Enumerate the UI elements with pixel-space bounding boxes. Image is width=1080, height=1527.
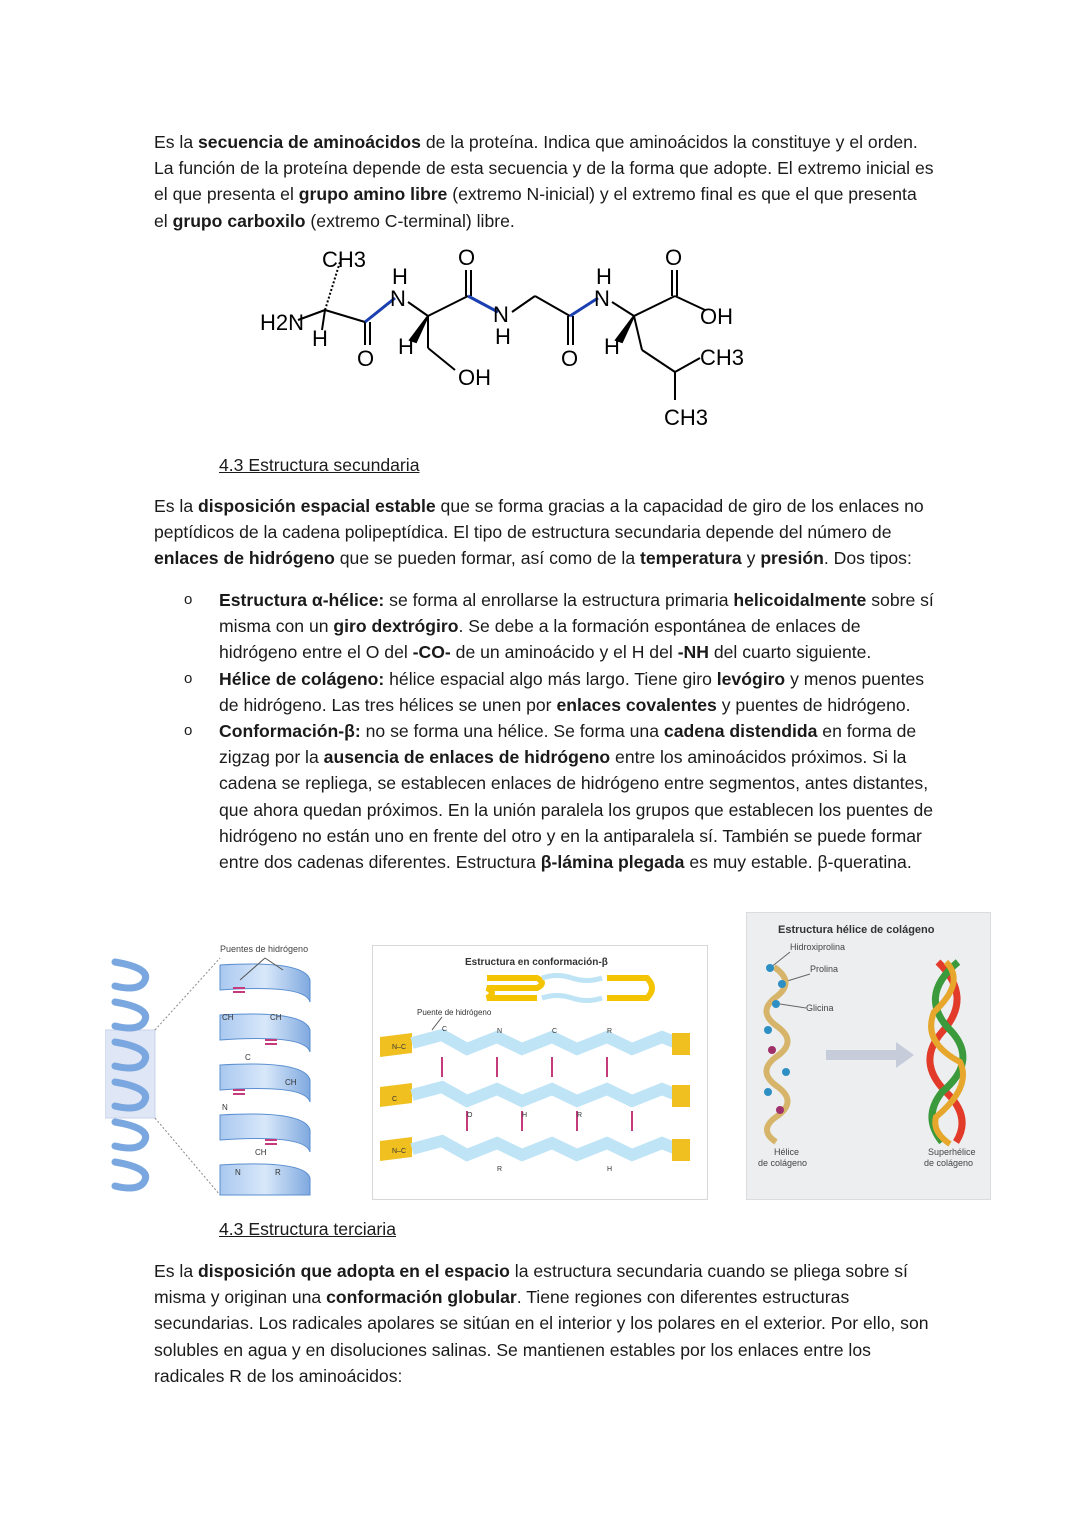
svg-text:CH: CH bbox=[270, 1013, 282, 1022]
svg-text:N–C: N–C bbox=[392, 1148, 406, 1155]
glycine-label: Glicina bbox=[806, 1003, 834, 1013]
nh-h-label-3: H bbox=[596, 264, 612, 289]
svg-text:N–C: N–C bbox=[392, 1044, 406, 1051]
alpha-helix-figure: CH CH C CH N CH N R Puentes de hidrógeno bbox=[105, 944, 311, 1196]
helix-caption-line-1: Hélice bbox=[774, 1147, 799, 1157]
beta-hydrogen-bonds bbox=[441, 1057, 633, 1131]
bullet-mark: o bbox=[184, 591, 193, 608]
single-collagen-helix bbox=[763, 964, 791, 1145]
o-label-1: O bbox=[357, 346, 374, 371]
tertiary-structure-heading: 4.3 Estructura terciaria bbox=[219, 1219, 396, 1239]
superhelix-strand-green bbox=[928, 959, 967, 1145]
beta-figure-title: Estructura en conformación-β bbox=[465, 957, 608, 968]
hydrogen-bond-label: Puente de hidrógeno bbox=[417, 1008, 492, 1017]
secondary-structure-heading: 4.3 Estructura secundaria bbox=[219, 455, 420, 475]
bullet-mark: o bbox=[184, 722, 193, 740]
oh-label-2: OH bbox=[700, 304, 733, 329]
svg-text:N: N bbox=[497, 1028, 502, 1035]
hydroxyproline-label: Hidroxiprolina bbox=[790, 942, 845, 952]
h-label-1: H bbox=[312, 326, 328, 351]
o-label-3: O bbox=[561, 346, 578, 371]
svg-text:R: R bbox=[577, 1112, 582, 1119]
secondary-structure-paragraph: Es la disposición espacial estable que s… bbox=[154, 496, 924, 569]
svg-text:N: N bbox=[235, 1168, 241, 1177]
ch3-bottom-label: CH3 bbox=[664, 405, 708, 430]
svg-text:R: R bbox=[607, 1028, 612, 1035]
primary-structure-paragraph: Es la secuencia de aminoácidos de la pro… bbox=[154, 132, 934, 231]
svg-text:CH: CH bbox=[255, 1148, 267, 1157]
beta-strand-2 bbox=[380, 1080, 690, 1108]
o-label-2: O bbox=[458, 245, 475, 270]
helix-ribbon bbox=[219, 963, 311, 1196]
tetrapeptide-diagram: CH3 H2N H O H N H O OH N H O H N H O OH … bbox=[260, 245, 744, 430]
superhelix-strand-yellow bbox=[928, 959, 966, 1147]
h2n-label: H2N bbox=[260, 310, 304, 335]
proline-label: Prolina bbox=[810, 964, 838, 974]
ch3-right-label: CH3 bbox=[700, 345, 744, 370]
amino-acid-beads bbox=[764, 964, 790, 1114]
o-label-4: O bbox=[665, 245, 682, 270]
svg-text:C: C bbox=[392, 1096, 397, 1103]
nh-h-label-1: H bbox=[392, 264, 408, 289]
svg-text:H: H bbox=[607, 1166, 612, 1173]
superhelix-caption-line-1: Superhélice bbox=[928, 1147, 976, 1157]
h-label-3: H bbox=[604, 334, 620, 359]
svg-text:C: C bbox=[442, 1026, 447, 1033]
collagen-helix-figure: Estructura hélice de colágeno Hidroxipro… bbox=[746, 912, 991, 1200]
h-label-2: H bbox=[398, 334, 414, 359]
svg-text:CH: CH bbox=[285, 1078, 297, 1087]
nh-n-label-3: N bbox=[594, 286, 610, 311]
beta-conformation-figure: Estructura en conformación-β Puente de h… bbox=[372, 945, 708, 1200]
ch3-top-label: CH3 bbox=[322, 247, 366, 272]
nh-h-label-2: H bbox=[495, 324, 511, 349]
svg-text:C: C bbox=[552, 1028, 557, 1035]
svg-text:CH: CH bbox=[222, 1013, 234, 1022]
bullet-mark: o bbox=[184, 669, 193, 687]
beta-strand-1 bbox=[380, 1028, 690, 1057]
tertiary-structure-paragraph: Es la disposición que adopta en el espac… bbox=[154, 1261, 929, 1386]
small-helix-icon bbox=[111, 958, 150, 1192]
beta-sheet-icon bbox=[485, 973, 655, 1003]
svg-text:H: H bbox=[522, 1112, 527, 1119]
nh-n-label-2: N bbox=[493, 302, 509, 327]
superhelix-caption-line-2: de colágeno bbox=[924, 1158, 973, 1168]
beta-strand-3 bbox=[380, 1134, 690, 1162]
nh-n-label-1: N bbox=[390, 286, 406, 311]
helix-caption-line-2: de colágeno bbox=[758, 1158, 807, 1168]
superhelix-strand-red bbox=[926, 959, 966, 1144]
svg-text:C: C bbox=[245, 1053, 251, 1062]
svg-text:R: R bbox=[275, 1168, 281, 1177]
collagen-figure-title: Estructura hélice de colágeno bbox=[778, 924, 935, 936]
svg-text:O: O bbox=[467, 1112, 473, 1119]
oh-label-1: OH bbox=[458, 365, 491, 390]
hydrogen-bond-marks bbox=[233, 987, 277, 1145]
svg-text:N: N bbox=[222, 1103, 228, 1112]
svg-text:R: R bbox=[497, 1166, 502, 1173]
arrow-icon bbox=[826, 1042, 914, 1068]
hydrogen-bonds-label: Puentes de hidrógeno bbox=[220, 944, 308, 954]
